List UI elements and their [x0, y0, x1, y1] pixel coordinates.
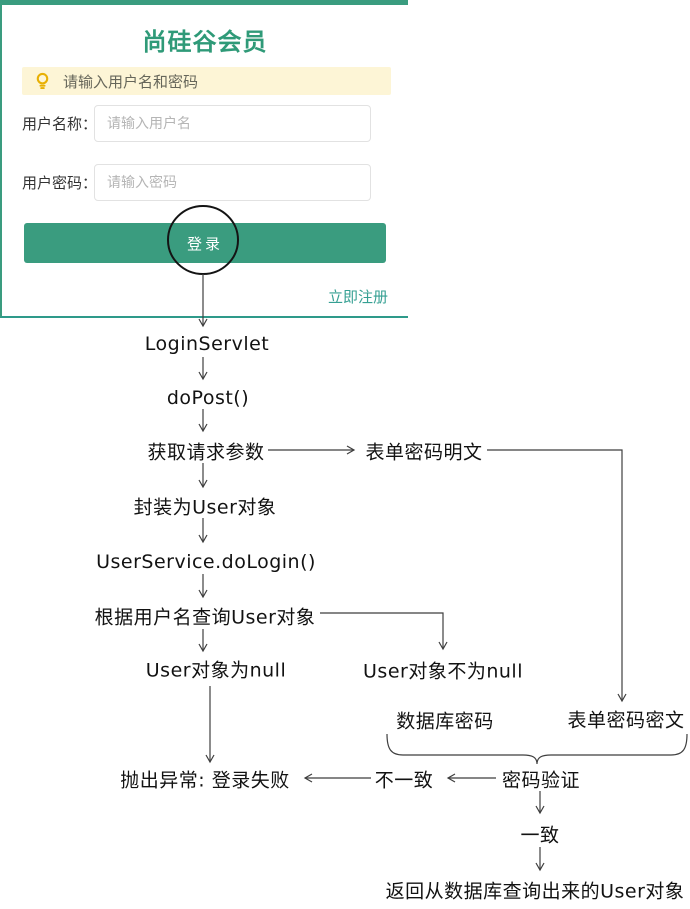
flow-node-mismatch: 不一致 [374, 769, 434, 792]
flow-node-query-user: 根据用户名查询User对象 [94, 606, 316, 629]
flow-node-user-null: User对象为null [145, 659, 287, 682]
flow-node-form-password-cipher: 表单密码密文 [567, 709, 685, 732]
flow-node-user-not-null: User对象不为null [363, 660, 523, 683]
username-input[interactable] [94, 105, 371, 142]
brace [386, 733, 688, 765]
flow-node-dopost: doPost() [166, 387, 250, 409]
flow-node-get-params: 获取请求参数 [147, 441, 265, 464]
flow-node-throw-error: 抛出异常: 登录失败 [120, 769, 290, 792]
login-title: 尚硅谷会员 [142, 28, 268, 56]
flow-node-wrap-user: 封装为User对象 [133, 496, 277, 519]
flow-arrow [320, 612, 448, 651]
flow-node-db-password: 数据库密码 [396, 710, 494, 733]
flow-node-form-password-plain: 表单密码明文 [365, 441, 483, 464]
flow-node-password-verify: 密码验证 [501, 769, 581, 792]
password-input[interactable] [94, 164, 371, 201]
login-card: 尚硅谷会员 请输入用户名和密码 用户名称： 用户密码： 登录 立即注册 [0, 0, 408, 318]
flow-node-match: 一致 [520, 824, 560, 847]
register-link[interactable]: 立即注册 [327, 288, 388, 306]
lightbulb-icon [36, 72, 49, 90]
flow-node-dologin: UserService.doLogin() [96, 551, 316, 573]
password-label: 用户密码： [22, 174, 98, 192]
alert-text: 请输入用户名和密码 [63, 72, 199, 91]
flow-node-loginservlet: LoginServlet [144, 333, 270, 355]
login-button[interactable]: 登录 [24, 223, 386, 263]
username-label: 用户名称： [22, 115, 98, 133]
flow-node-return-user: 返回从数据库查询出来的User对象 [385, 880, 685, 903]
login-alert: 请输入用户名和密码 [22, 67, 391, 95]
